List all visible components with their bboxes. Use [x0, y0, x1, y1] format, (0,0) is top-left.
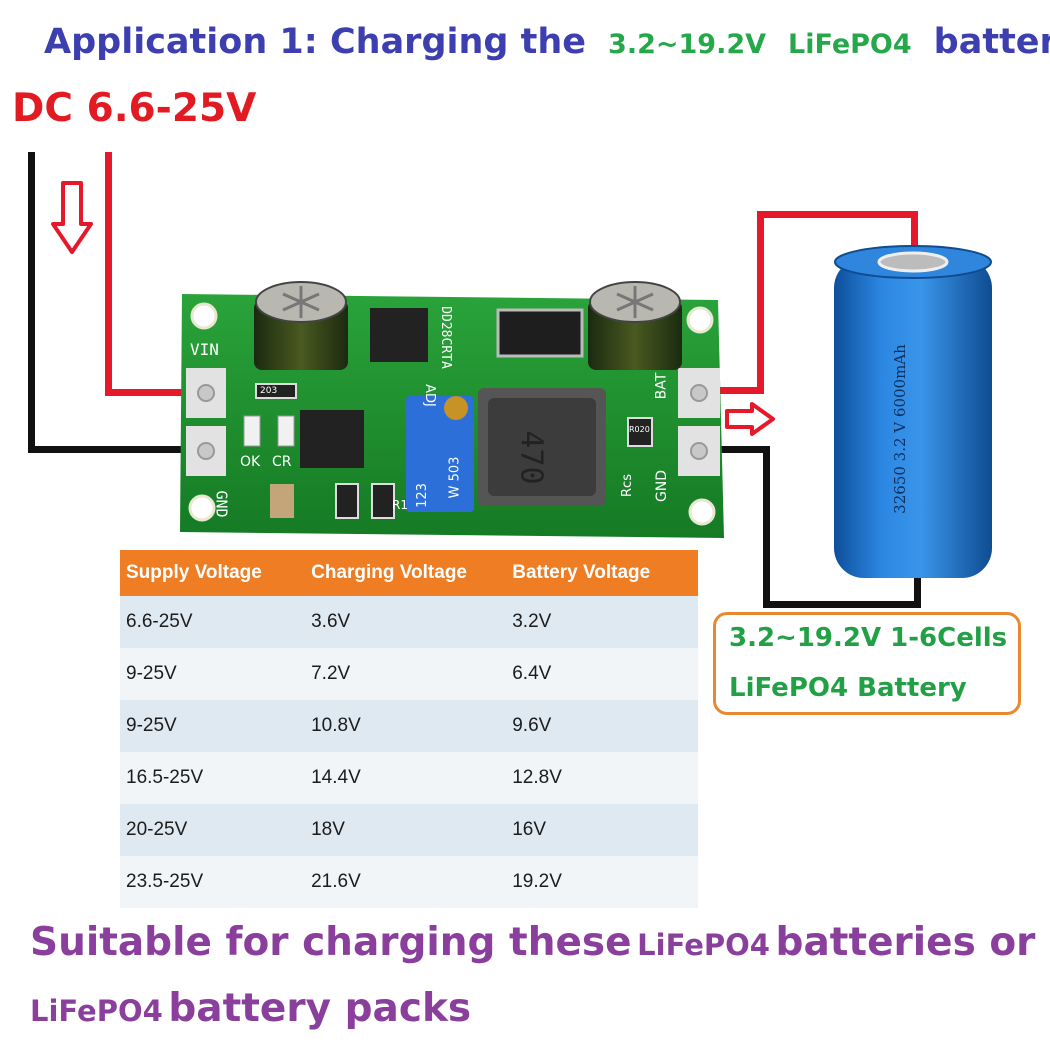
board-label-rcs: Rcs: [619, 474, 635, 497]
board-label-r020: R020: [629, 425, 650, 434]
board-label-adj: ADJ: [421, 384, 437, 407]
table-row: 23.5-25V 21.6V 19.2V: [120, 856, 698, 908]
table-cell: 19.2V: [506, 856, 698, 908]
output-gnd-wire-top: [690, 446, 770, 453]
output-pos-wire-right: [911, 211, 918, 261]
page-title: Application 1: Charging the 3.2~19.2V Li…: [44, 22, 1050, 72]
down-arrow-icon: [51, 181, 93, 254]
output-gnd-wire-right: [914, 570, 921, 608]
voltage-table: Supply Voltage Charging Voltage Battery …: [120, 550, 698, 908]
table-cell: 16V: [506, 804, 698, 856]
board-label-bat: BAT: [653, 372, 670, 400]
board-label-resistor: 203: [260, 386, 278, 396]
table-cell: 3.6V: [305, 596, 507, 648]
table-row: 9-25V 7.2V 6.4V: [120, 648, 698, 700]
table-cell: 9-25V: [120, 648, 306, 700]
board-label-ok: OK: [240, 454, 261, 470]
board-label-model: DD28CRTA: [437, 306, 453, 369]
battery-print: 32650 3.2 V 6000mAh: [891, 344, 909, 514]
column-header-charging: Charging Voltage: [305, 550, 507, 596]
output-pos-wire-left: [757, 211, 764, 394]
table-cell: 7.2V: [305, 648, 507, 700]
table-cell: 16.5-25V: [120, 752, 306, 804]
output-pos-wire-top: [757, 211, 918, 218]
table-cell: 14.4V: [305, 752, 507, 804]
table-cell: 21.6V: [305, 856, 507, 908]
input-pos-wire-vertical: [105, 152, 112, 396]
footer-line-1-a: Suitable for charging these: [30, 920, 632, 965]
input-gnd-wire-vertical: [28, 152, 35, 452]
board-label-gnd-in: GND: [212, 490, 231, 518]
title-prefix: Application 1: Charging the: [44, 22, 587, 62]
column-header-supply: Supply Voltage: [120, 550, 306, 596]
table-row: 16.5-25V 14.4V 12.8V: [120, 752, 698, 804]
table-row: 9-25V 10.8V 9.6V: [120, 700, 698, 752]
battery-note-line-1: 3.2~19.2V 1-6Cells: [729, 623, 1008, 653]
footer-line-1-chem: LiFePO4: [637, 928, 770, 962]
output-gnd-wire-bottom: [763, 601, 921, 608]
table-row: 6.6-25V 3.6V 3.2V: [120, 596, 698, 648]
board-label-cr: CR: [272, 454, 292, 470]
board-label-gnd-out: GND: [654, 469, 671, 503]
input-voltage-label: DC 6.6-25V: [12, 86, 257, 131]
table-cell: 9-25V: [120, 700, 306, 752]
inductor-label: 470: [513, 430, 549, 485]
battery-note-line-2: LiFePO4 Battery: [729, 673, 967, 703]
battery-note: 3.2~19.2V 1-6Cells LiFePO4 Battery: [713, 612, 1021, 715]
table-cell: 3.2V: [506, 596, 698, 648]
title-suffix: battery: [933, 22, 1050, 62]
table-cell: 20-25V: [120, 804, 306, 856]
output-gnd-wire-left: [763, 446, 770, 608]
table-cell: 10.8V: [305, 700, 507, 752]
potentiometer-label-top: W 503: [447, 456, 463, 499]
output-pos-wire-bottom: [690, 387, 764, 394]
table-header-row: Supply Voltage Charging Voltage Battery …: [120, 550, 698, 596]
table-cell: 6.6-25V: [120, 596, 306, 648]
column-header-battery: Battery Voltage: [506, 550, 698, 596]
table-cell: 9.6V: [506, 700, 698, 752]
charger-module-board: [180, 281, 724, 538]
footer-line-2-b: battery packs: [168, 986, 472, 1031]
title-chemistry: LiFePO4: [788, 29, 912, 60]
input-pos-wire-horizontal: [105, 389, 210, 396]
board-label-r1: R1: [392, 498, 408, 512]
input-gnd-wire-horizontal: [28, 446, 210, 453]
table-cell: 18V: [305, 804, 507, 856]
table-cell: 12.8V: [506, 752, 698, 804]
right-arrow-icon: [725, 402, 775, 436]
footer-line-2-chem: LiFePO4: [30, 994, 163, 1028]
footer-line-2: LiFePO4 battery packs: [30, 986, 471, 1031]
footer-line-1: Suitable for charging these LiFePO4 batt…: [30, 920, 1035, 965]
footer-line-1-b: batteries or: [775, 920, 1036, 965]
battery-cell: [834, 245, 992, 578]
potentiometer-label-bottom: 123: [414, 483, 430, 508]
title-voltage-range: 3.2~19.2V: [608, 29, 767, 60]
table-cell: 23.5-25V: [120, 856, 306, 908]
table-row: 20-25V 18V 16V: [120, 804, 698, 856]
table-cell: 6.4V: [506, 648, 698, 700]
board-label-vin: VIN: [190, 340, 219, 359]
